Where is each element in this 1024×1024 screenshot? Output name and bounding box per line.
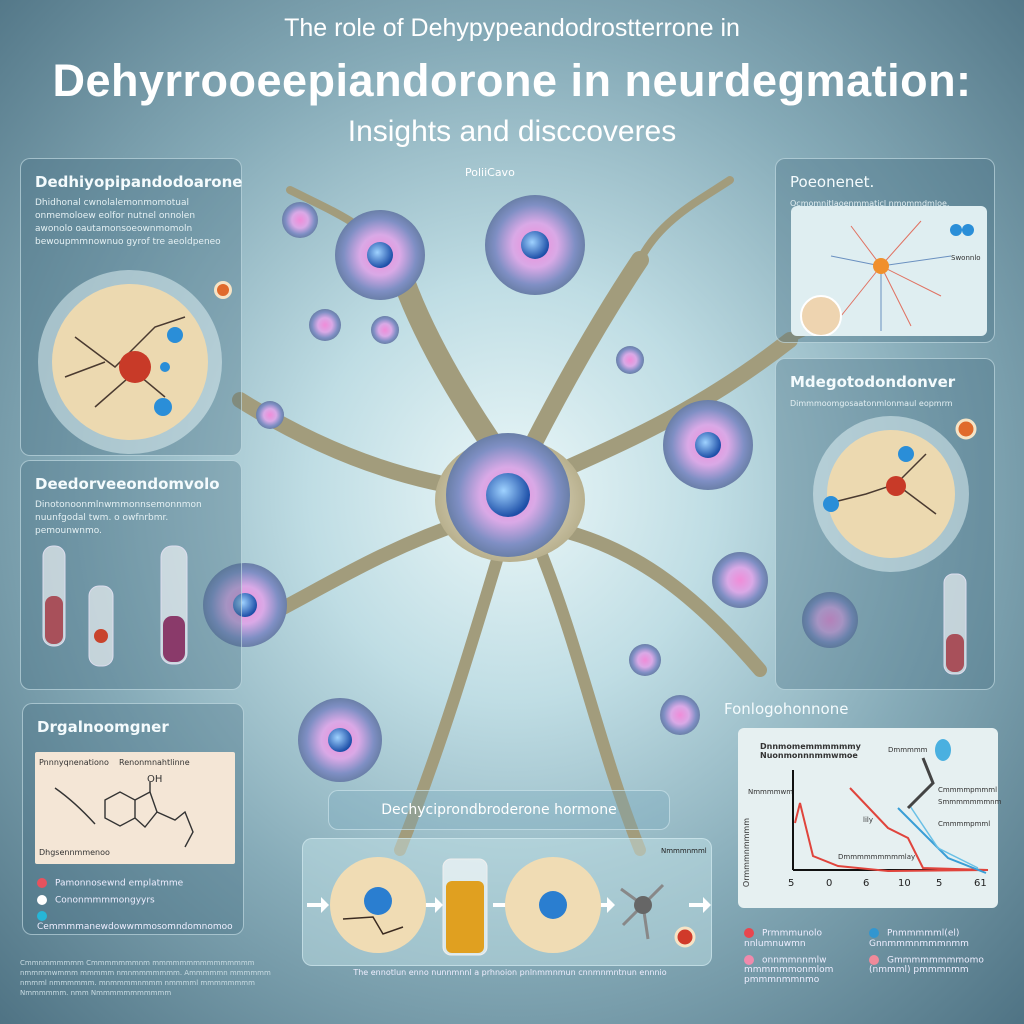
chart-annotation: Smmmmmmmnm — [938, 798, 1002, 806]
panel-heading: Dedhiyopipandodoarone — [35, 173, 243, 191]
molecule-icon — [935, 739, 951, 761]
panel-mid-right: Mdegotodondonver Dimmmoomgosaatonmlonmau… — [775, 358, 995, 690]
x-tick-label: 5 — [936, 878, 943, 889]
diagram-label: OH — [147, 774, 163, 785]
panel-heading: Deedorveeondomvolo — [35, 475, 220, 493]
legend-dot — [744, 928, 754, 938]
neuron-network-figure: Swonnlo — [791, 206, 987, 337]
panel-heading: Fonlogohonnone — [724, 700, 849, 718]
diagram-label: Pnnnyqnenationo — [39, 758, 109, 767]
series-red-late — [849, 787, 989, 871]
footnote: Cmmnmmmmmm Cmmmmmmmnm mmmmmmmmmmmmmmm nm… — [20, 959, 271, 997]
legend-dot — [37, 894, 47, 905]
legend-dot — [37, 911, 47, 921]
legend-item: Prmmmunolo nnlumnuwmn — [744, 928, 864, 949]
x-tick-label: 6 — [863, 878, 870, 889]
structure-legend: Pamonnosewnd emplatmme Cononmmmmongyyrs … — [37, 872, 243, 938]
legend-item: Cononmmmmongyyrs — [37, 894, 243, 905]
y-tick-label: Nmmmmwm — [748, 788, 794, 796]
panel-top-right: Poeonenet. Ocmomnitlaoenmmaticl nmommdml… — [775, 158, 995, 343]
legend-dot — [744, 954, 754, 965]
panel-bottom-left: Drgalnoomgner Pnnnyqnenationo Renonmnaht… — [22, 703, 244, 935]
legend-item: Cemmmmanewdowwmmosomndomnomoo — [37, 911, 243, 932]
chart-annotation: lily — [863, 816, 873, 824]
diagram-label: Renonmnahtlinne — [119, 758, 190, 767]
step-label: Nmmmnmml — [661, 847, 707, 855]
panel-text: Dimmmoomgosaatonmlonmaul eopmrm — [790, 399, 953, 408]
title-line-2: Dehyrrooeepiandorone in neurdegmation: — [52, 55, 972, 106]
panel-heading: Poeonenet. — [790, 173, 875, 191]
chart-annotation: Cmmmmpmmml — [938, 786, 998, 794]
legend-item: Gmmmmmmmmomo (nmmml) pmmmnmm — [869, 954, 1009, 975]
neuron-illustration — [203, 176, 903, 856]
panel-chart: Fonlogohonnone Dnnmomemmmmmmy Nuonmonnnm… — [724, 700, 1014, 1000]
panel-heading: Mdegotodondonver — [790, 373, 956, 391]
legend-dot — [869, 954, 879, 965]
legend-label: onnmmnnmlw mmmmmmonmlom pmmmnmmnmo — [744, 955, 834, 985]
legend-label: Gmmmmmmmmomo (nmmml) pmmmnmm — [869, 955, 984, 975]
legend-item: Pnmmmmml(el) Gnnmmmnmmmnmm — [869, 928, 1009, 949]
x-tick-label: 61 — [974, 878, 987, 889]
process-panel: Nmmmnmml — [302, 838, 712, 966]
center-label: PoliiCavo — [465, 166, 515, 179]
chart-annotation: Cmmmmpmml — [938, 820, 991, 828]
series-red-early — [794, 802, 989, 873]
process-heading: Dechyciprondbroderone hormone — [328, 790, 670, 830]
title-line-1: The role of Dehypypeandodrostterrone in — [284, 14, 740, 42]
panel-text: Ocmomnitlaoenmmaticl nmommdmloe. — [790, 199, 950, 208]
process-caption: The ennotlun enno nunnmnnl a prhnoion pn… — [353, 968, 667, 977]
x-tick-label: 0 — [826, 878, 833, 889]
series-blue — [897, 807, 987, 874]
legend-label: Pamonnosewnd emplatmme — [55, 878, 184, 889]
structure-diagram: Pnnnyqnenationo Renonmnahtlinne OH Dhgse… — [35, 752, 235, 864]
process-steps-figure — [307, 857, 711, 956]
floating-cells — [203, 195, 858, 782]
x-tick-label: 10 — [898, 878, 911, 889]
chart-title: Dnnmomemmmmmmy Nuonmonnnmmwmoe — [760, 742, 861, 760]
figure-label: Swonnlo — [951, 254, 981, 262]
legend-label: Pnmmmmml(el) Gnnmmmnmmmnmm — [869, 928, 969, 949]
receptor-figure — [813, 416, 977, 675]
legend-item: Pamonnosewnd emplatmme — [37, 878, 243, 889]
chart-legend-left: Prmmmunolo nnlumnuwmn onnmmnnmlw mmmmmmo… — [744, 922, 864, 991]
diagram-label: Dhgsennmmenoo — [39, 848, 110, 857]
cell-closeup-figure — [38, 270, 222, 454]
legend-dot — [869, 928, 879, 938]
panel-text: Dinotonoonmlnwmmonnsemonnmon nuunfgodal … — [35, 500, 202, 536]
chart-legend-right: Pnmmmmml(el) Gnnmmmnmmmnmm Gmmmmmmmmomo … — [869, 922, 1009, 981]
test-tubes-figure — [42, 545, 188, 667]
legend-label: Cemmmmanewdowwmmosomndomnomoo — [37, 921, 233, 932]
line-chart — [792, 739, 989, 874]
panel-top-left: Dedhiyopipandodoarone Dhidhonal cwnolale… — [20, 158, 242, 456]
x-tick-label: 5 — [788, 878, 795, 889]
legend-label: Cononmmmmongyyrs — [55, 895, 155, 905]
hormone-molecule-icon — [214, 281, 232, 299]
panel-text: Dhidhonal cwnolalemonmomotual onmemoloew… — [35, 198, 221, 247]
molecule-structure — [54, 782, 194, 848]
chart-area: Dnnmomemmmmmmy Nuonmonnnmmwmoe Ormmmnmmm… — [738, 728, 1002, 908]
chart-annotation: Dmmmmmmmmmlay — [838, 853, 916, 861]
legend-item: onnmmnnmlw mmmmmmonmlom pmmmnmmnmo — [744, 954, 864, 985]
chart-annotation: Dmmmmm — [888, 746, 928, 754]
panel-heading: Drgalnoomgner — [37, 718, 169, 736]
legend-dot — [37, 878, 47, 888]
title-line-3: Insights and disccoveres — [347, 115, 677, 148]
panel-mid-left: Deedorveeondomvolo Dinotonoonmlnwmmonnse… — [20, 460, 242, 690]
series-blue-2 — [909, 805, 979, 869]
legend-label: Prmmmunolo nnlumnuwmn — [744, 928, 823, 949]
